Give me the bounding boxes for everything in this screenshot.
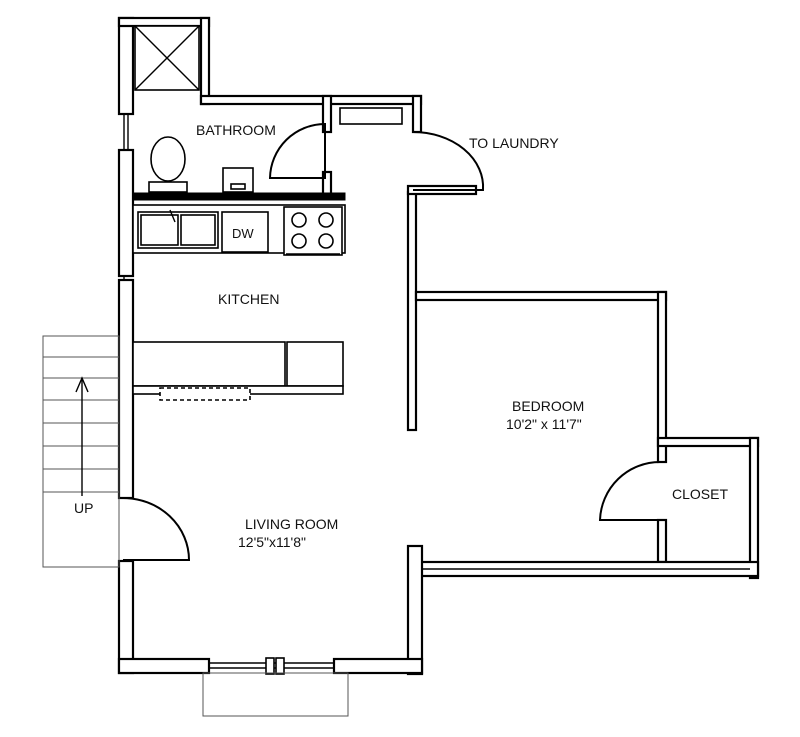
living-bottom-wall-left bbox=[117, 657, 211, 675]
shower-right-wall bbox=[199, 16, 211, 106]
kitchen-bedroom-wall bbox=[406, 190, 418, 432]
kitchen-counter bbox=[132, 204, 346, 256]
stove bbox=[283, 206, 343, 256]
stairs bbox=[42, 335, 120, 568]
shower-top-wall bbox=[117, 16, 211, 28]
dishwasher-label: DW bbox=[232, 226, 254, 241]
left-wall-lower bbox=[117, 559, 135, 675]
shower bbox=[134, 25, 200, 91]
dishwasher bbox=[221, 211, 269, 253]
left-wall-kitchen bbox=[117, 148, 135, 278]
entry-door bbox=[122, 497, 191, 561]
toilet bbox=[148, 136, 188, 193]
up-arrow-icon bbox=[75, 376, 89, 393]
laundry-vent bbox=[339, 107, 403, 125]
bathroom-right-stub bbox=[321, 94, 333, 134]
refrigerator bbox=[286, 341, 344, 387]
laundry-label: TO LAUNDRY bbox=[469, 135, 559, 151]
living-room-size: 12'5"x11'8" bbox=[238, 534, 306, 550]
closet-door bbox=[598, 461, 661, 521]
bathroom-sink bbox=[222, 167, 254, 193]
closet-left-wall-low bbox=[656, 518, 668, 564]
bathroom-label: BATHROOM bbox=[196, 122, 276, 138]
laundry-left-post bbox=[411, 94, 423, 134]
laundry-door bbox=[412, 130, 485, 191]
kitchen-label: KITCHEN bbox=[218, 291, 279, 307]
bathroom-counter-wall bbox=[132, 192, 346, 201]
bedroom-top-wall bbox=[414, 290, 668, 302]
bathroom-door bbox=[268, 122, 326, 179]
bedroom-label: BEDROOM bbox=[512, 398, 584, 414]
living-bottom-wall-right bbox=[332, 657, 424, 675]
closet-right-wall bbox=[748, 436, 760, 580]
bedroom-size: 10'2" x 11'7" bbox=[506, 416, 582, 432]
bathroom-top-wall bbox=[199, 94, 423, 106]
deck bbox=[202, 672, 349, 717]
living-right-wall bbox=[406, 544, 424, 676]
living-room-label: LIVING ROOM bbox=[245, 516, 338, 532]
kitchen-island bbox=[132, 341, 344, 401]
closet-top-wall bbox=[656, 436, 760, 448]
stairs-up-label: UP bbox=[74, 500, 93, 516]
walls bbox=[117, 16, 760, 717]
left-wall-bathroom bbox=[117, 16, 135, 116]
left-wall-living bbox=[117, 278, 135, 500]
bedroom-right-wall bbox=[656, 290, 668, 464]
closet-label: CLOSET bbox=[672, 486, 728, 502]
